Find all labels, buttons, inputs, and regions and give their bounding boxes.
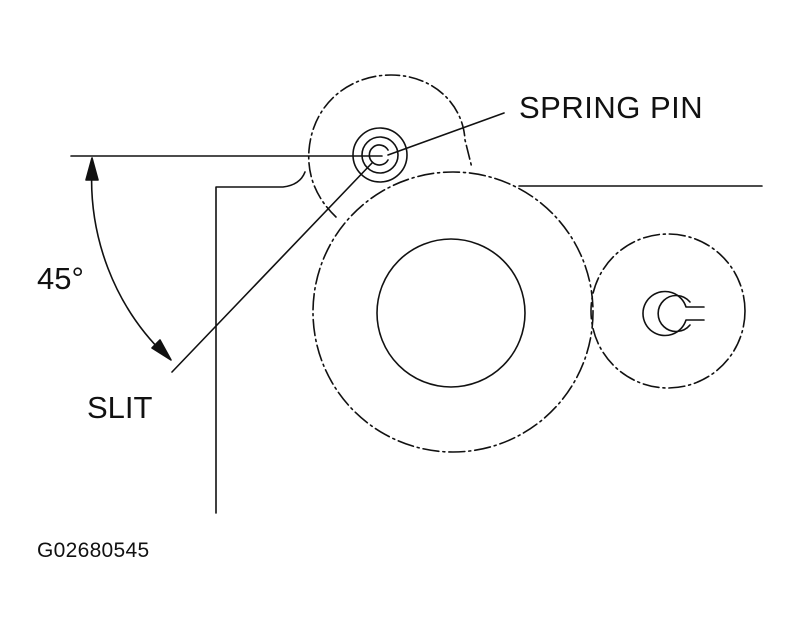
spring-pin-label: SPRING PIN [519,90,704,125]
angle-arrow-bottom [151,339,172,361]
pin-boss-outline [307,74,473,218]
angle-arrow-top [85,157,99,181]
large-gear-outer [312,171,594,453]
angle-label: 45° [37,261,84,296]
angle-dimension-arc [90,164,167,357]
large-gear-inner [376,238,526,388]
small-gear-clip-inner [657,294,691,333]
small-gear-outer [590,233,746,389]
spring-pin [368,144,389,166]
figure-id: G02680545 [37,539,150,562]
small-gear-clip [642,290,705,337]
spring-pin-outer-ring [352,127,408,183]
slit-label: SLIT [87,390,153,425]
spring-pin-middle-ring [361,136,399,174]
spring-pin-leader [387,112,505,156]
housing-outline [215,171,306,514]
slit-line [171,162,373,373]
